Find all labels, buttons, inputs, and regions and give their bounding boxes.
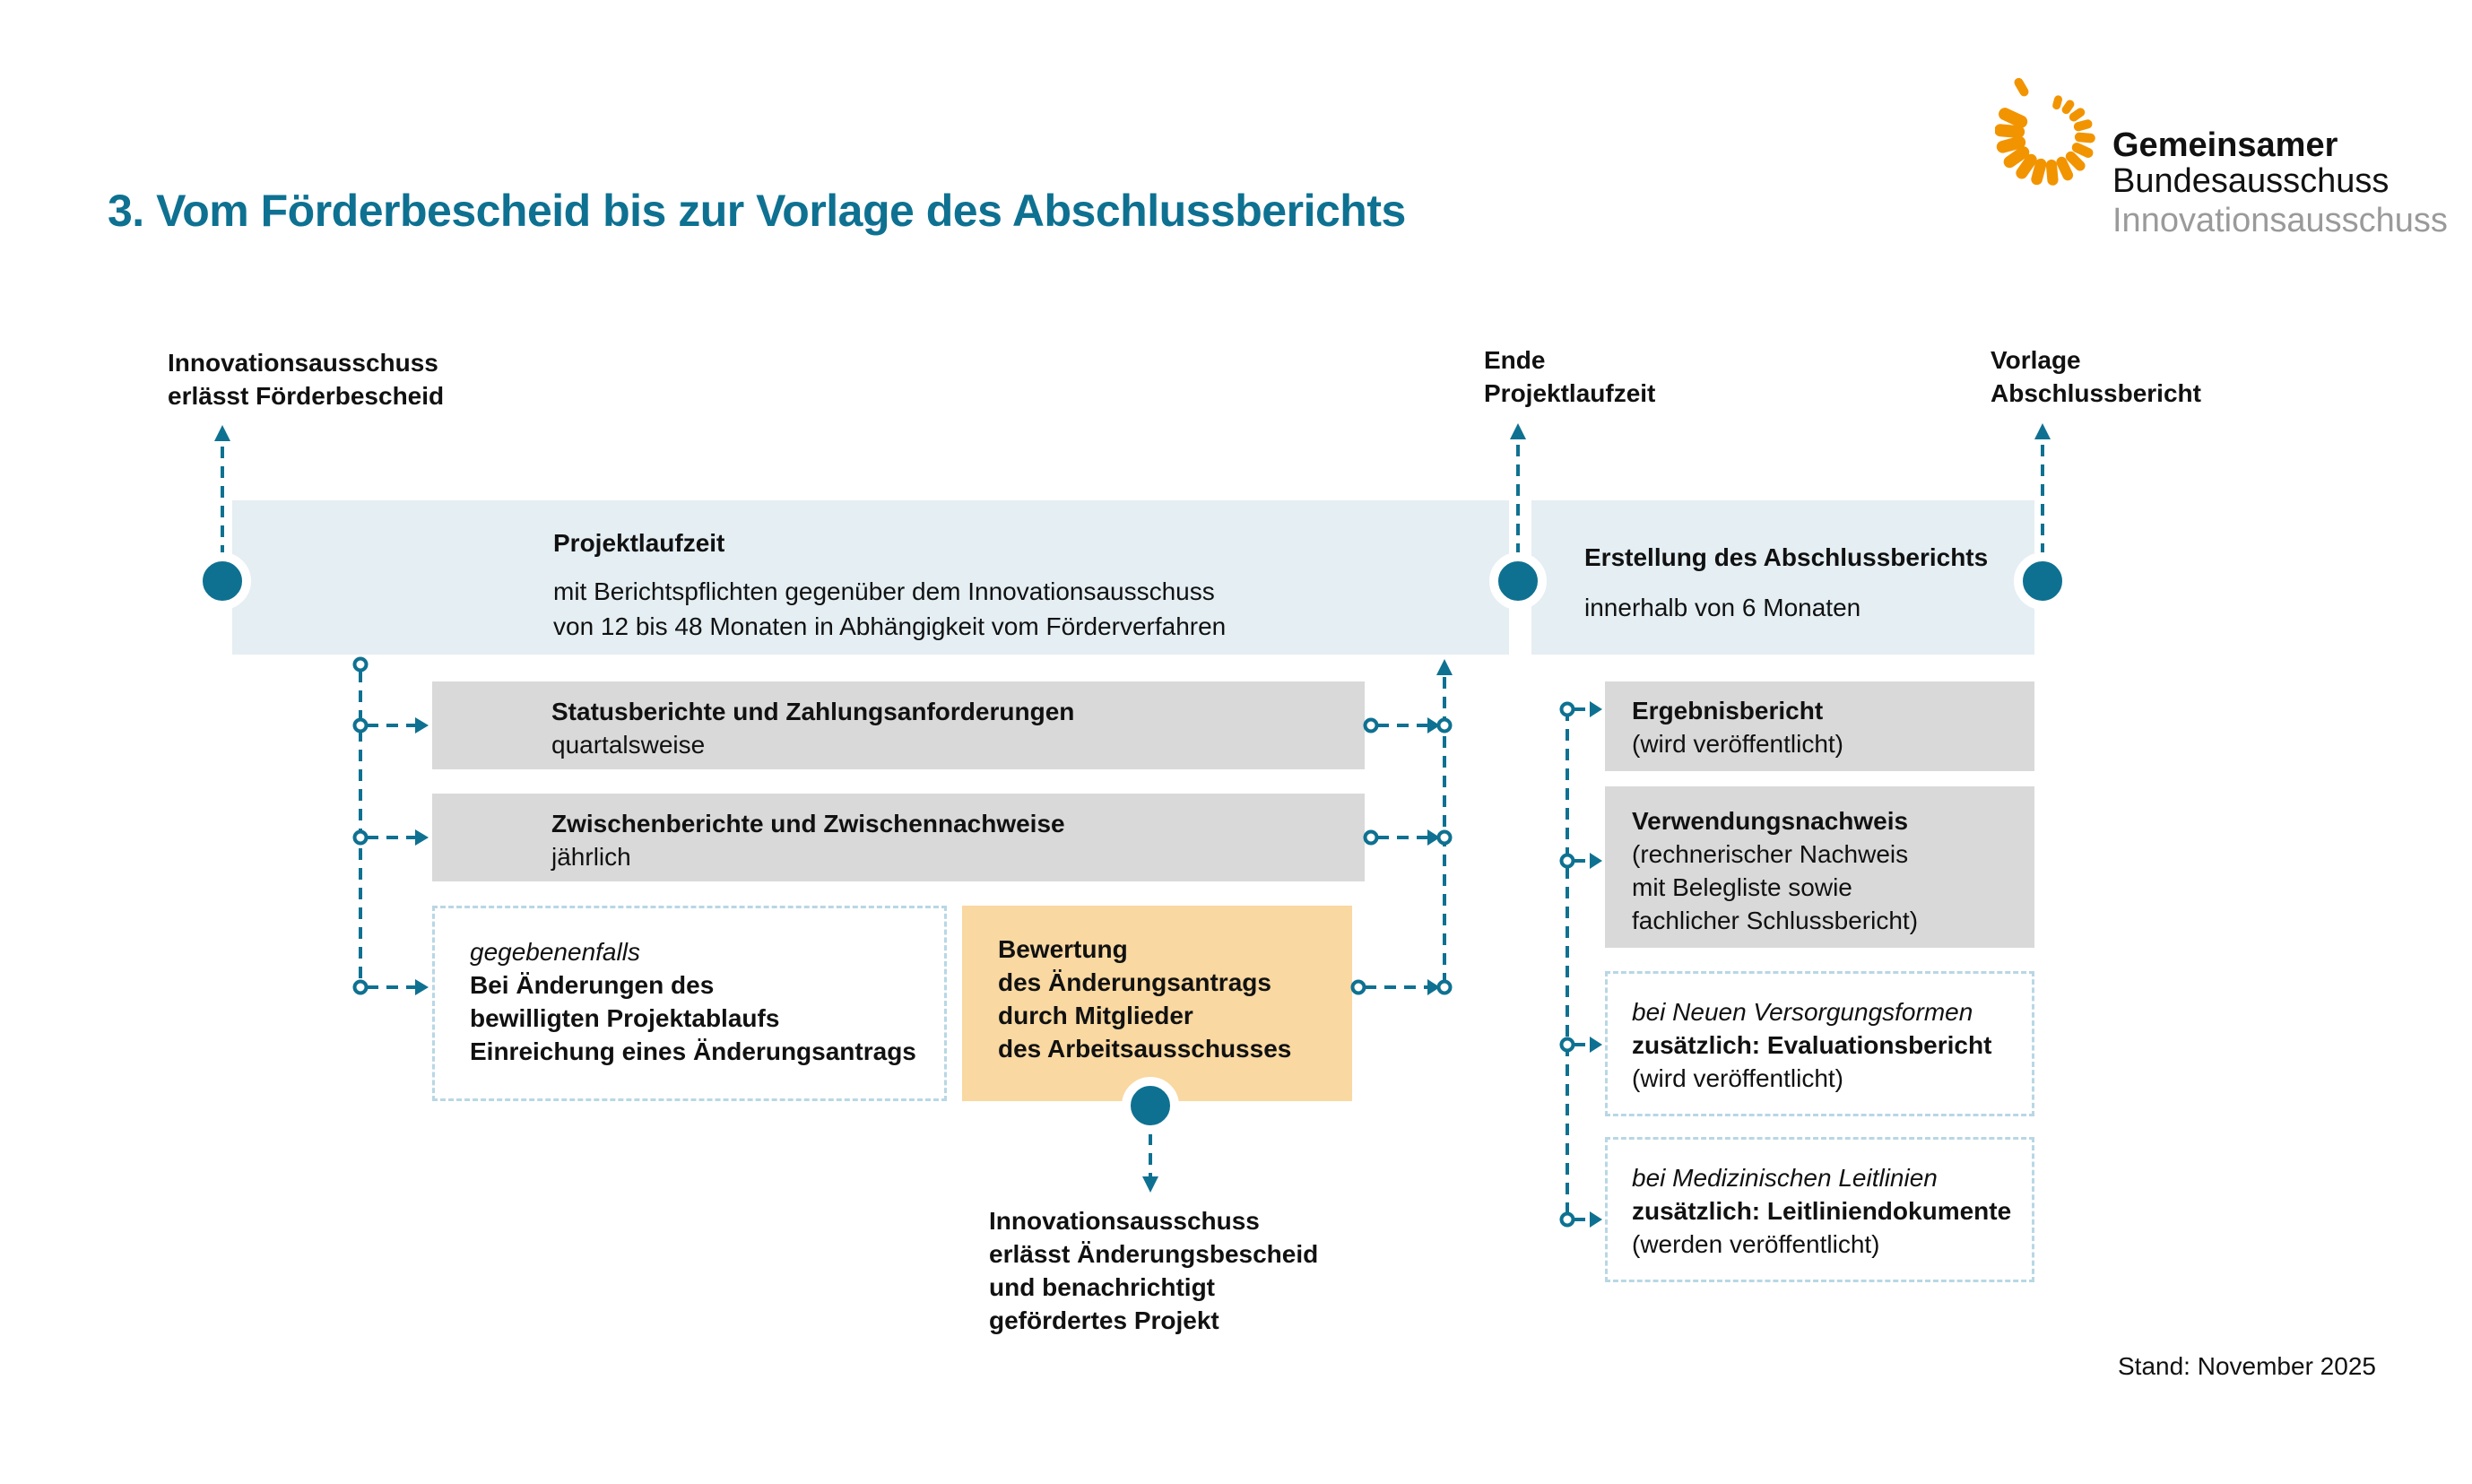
junction-ring <box>1436 717 1453 733</box>
box-zwischenberichte: Zwischenberichte und Zwischennachweise j… <box>432 794 1365 881</box>
arrowhead-up-vorlage <box>2034 423 2051 439</box>
milestone-label-foerderbescheid: Innovationsausschuss erlässt Förderbesch… <box>168 349 445 410</box>
junction-ring <box>1363 717 1379 733</box>
junction-ring <box>352 829 369 846</box>
page-title: 3. Vom Förderbescheid bis zur Vorlage de… <box>108 186 1406 236</box>
logo-line-gemeinsamer: Gemeinsamer <box>2112 126 2338 164</box>
box-zwischenberichte-title: Zwischenberichte und Zwischennachweise <box>551 810 1065 837</box>
box-aenderungsantrag-body: Bei Änderungen des bewilligten Projektab… <box>470 971 916 1065</box>
arrowhead-down-aenderungsbescheid <box>1142 1176 1158 1193</box>
band-projektlaufzeit-desc: mit Berichtspflichten gegenüber dem Inno… <box>553 577 1227 640</box>
arrowhead-collector-3 <box>1427 979 1440 995</box>
gba-logo-icon <box>1995 77 2095 186</box>
junction-ring <box>352 717 369 733</box>
box-evaluationsbericht-title: zusätzlich: Evaluationsbericht <box>1632 1031 1992 1059</box>
box-leitliniendokumente: bei Medizinischen Leitlinien zusätzlich:… <box>1605 1137 2034 1282</box>
box-evaluationsbericht-sub: (wird veröffentlicht) <box>1632 1064 1844 1092</box>
note-aenderungsbescheid: Innovationsausschuss erlässt Änderungsbe… <box>989 1207 1319 1334</box>
arrowhead-zwischenberichte <box>415 829 429 846</box>
arrowhead-collector-2 <box>1427 829 1440 846</box>
band-projektlaufzeit <box>232 500 1509 655</box>
box-statusberichte: Statusberichte und Zahlungsanforderungen… <box>432 681 1365 769</box>
arrowhead-up-foerderbescheid <box>214 425 230 441</box>
box-verwendungsnachweis: Verwendungsnachweis (rechnerischer Nachw… <box>1605 786 2034 948</box>
arrowhead-up-ende <box>1510 423 1526 439</box>
arrowhead-leitliniendokumente <box>1590 1211 1602 1228</box>
box-ergebnisbericht: Ergebnisbericht (wird veröffentlicht) <box>1605 681 2034 771</box>
box-statusberichte-subtitle: quartalsweise <box>551 731 706 759</box>
box-leitliniendokumente-intro: bei Medizinischen Leitlinien <box>1632 1164 1938 1192</box>
logo-line-innovationsausschuss: Innovationsausschuss <box>2112 202 2448 239</box>
box-ergebnisbericht-title: Ergebnisbericht <box>1632 697 1824 725</box>
junction-ring <box>1436 979 1453 995</box>
band-abschlussbericht-desc: innerhalb von 6 Monaten <box>1584 594 1861 621</box>
arrowhead-statusberichte <box>415 717 429 733</box>
box-leitliniendokumente-title: zusätzlich: Leitliniendokumente <box>1632 1197 2012 1225</box>
band-abschlussbericht-title: Erstellung des Abschlussberichts <box>1584 543 1989 571</box>
arrowhead-aenderungsantrag <box>415 979 429 995</box>
junction-ring <box>1363 829 1379 846</box>
milestone-label-ende-projektlaufzeit: Ende Projektlaufzeit <box>1484 346 1656 407</box>
junction-ring <box>1559 1211 1575 1228</box>
arrowhead-collector-up <box>1436 659 1453 675</box>
box-evaluationsbericht-intro: bei Neuen Versorgungsformen <box>1632 998 1973 1026</box>
band-projektlaufzeit-title: Projektlaufzeit <box>553 529 725 557</box>
arrowhead-ergebnisbericht <box>1590 701 1602 717</box>
box-aenderungsantrag: gegebenenfalls Bei Änderungen des bewill… <box>432 906 947 1101</box>
junction-ring <box>1350 979 1366 995</box>
box-verwendungsnachweis-title: Verwendungsnachweis <box>1632 807 1909 835</box>
box-leitliniendokumente-sub: (werden veröffentlicht) <box>1632 1230 1880 1258</box>
box-verwendungsnachweis-sub: (rechnerischer Nachweis mit Belegliste s… <box>1632 840 1919 934</box>
junction-ring <box>1559 1037 1575 1053</box>
box-bewertung-body: Bewertung des Änderungsantrags durch Mit… <box>998 935 1292 1063</box>
stand-date: Stand: November 2025 <box>2118 1352 2376 1380</box>
box-statusberichte-title: Statusberichte und Zahlungsanforderungen <box>551 698 1075 725</box>
arrowhead-verwendungsnachweis <box>1590 853 1602 869</box>
junction-ring <box>1436 829 1453 846</box>
arrowhead-collector-1 <box>1427 717 1440 733</box>
box-evaluationsbericht: bei Neuen Versorgungsformen zusätzlich: … <box>1605 971 2034 1116</box>
band-abschlussbericht <box>1531 500 2034 655</box>
junction-ring <box>352 979 369 995</box>
box-aenderungsantrag-intro: gegebenenfalls <box>470 938 640 966</box>
box-zwischenberichte-subtitle: jährlich <box>551 843 631 871</box>
milestone-label-vorlage-abschlussbericht: Vorlage Abschlussbericht <box>1991 346 2201 407</box>
logo-line-bundesausschuss: Bundesausschuss <box>2112 162 2390 200</box>
junction-ring <box>352 656 369 673</box>
box-ergebnisbericht-sub: (wird veröffentlicht) <box>1632 730 1844 758</box>
box-bewertung-aenderungsantrag: Bewertung des Änderungsantrags durch Mit… <box>962 906 1352 1101</box>
junction-ring <box>1559 853 1575 869</box>
arrowhead-evaluationsbericht <box>1590 1037 1602 1053</box>
junction-ring <box>1559 701 1575 717</box>
